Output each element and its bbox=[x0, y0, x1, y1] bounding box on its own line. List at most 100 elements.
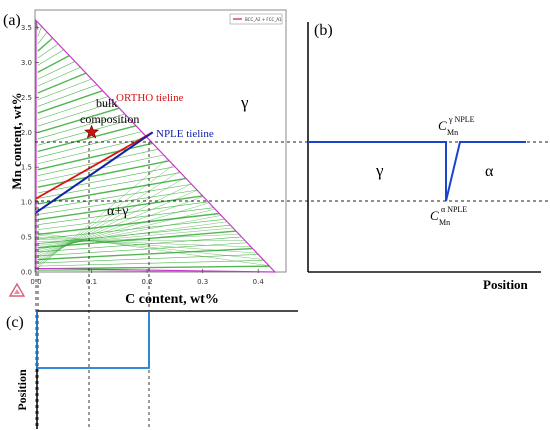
panel-a: (a) BCC_A2 + FCC_A1 0.00.51.01.52.02.53.… bbox=[3, 9, 548, 428]
label-bot-sub: Mn bbox=[439, 218, 450, 227]
tieline bbox=[37, 78, 92, 101]
tieline bbox=[37, 230, 237, 249]
x-tick-label: 0.0 bbox=[30, 278, 41, 286]
tieline bbox=[37, 137, 148, 165]
bulk-label-line2: composition bbox=[80, 112, 139, 126]
x-tick-label: 0.3 bbox=[197, 278, 208, 286]
legend-entry: BCC_A2 + FCC_A1 bbox=[245, 17, 282, 22]
tieline bbox=[37, 232, 269, 266]
tieline bbox=[37, 227, 234, 246]
tieline bbox=[37, 265, 270, 270]
tieline bbox=[37, 234, 263, 260]
tieline bbox=[37, 43, 59, 59]
alpha-gamma-region-label: α+γ bbox=[107, 204, 128, 219]
tieline bbox=[37, 207, 214, 230]
y-tick-label: 3.5 bbox=[21, 24, 32, 32]
gamma-region-label: γ bbox=[240, 93, 249, 112]
tieline bbox=[37, 238, 252, 248]
tieline bbox=[37, 254, 259, 264]
tieline bbox=[37, 183, 192, 210]
tieline bbox=[37, 90, 103, 114]
y-tick-label: 0.0 bbox=[21, 269, 32, 277]
tieline bbox=[37, 183, 192, 261]
x-tick-labels: 0.0 0.1 0.2 0.3 0.4 bbox=[30, 269, 264, 286]
tieline bbox=[37, 54, 70, 73]
tieline bbox=[37, 260, 264, 267]
ortho-tieline bbox=[35, 131, 154, 200]
mn-concentration-profile bbox=[308, 141, 526, 202]
x-axis-label: C content, wt% bbox=[125, 292, 219, 307]
panel-b-alpha-label: α bbox=[485, 163, 494, 180]
software-logo bbox=[8, 282, 26, 297]
panel-b-x-axis-label: Position bbox=[483, 277, 529, 292]
label-c-gamma-nple: C Mn γ NPLE bbox=[438, 115, 475, 137]
tieline bbox=[37, 26, 42, 37]
logo-inner bbox=[14, 289, 20, 294]
tieline bbox=[37, 72, 87, 94]
y-tick-labels: 0.00.51.01.52.02.53.03.5 bbox=[21, 24, 39, 277]
x-tick-label: 0.2 bbox=[142, 278, 153, 286]
legend: BCC_A2 + FCC_A1 bbox=[229, 13, 283, 25]
y-tick-label: 2.5 bbox=[21, 94, 32, 102]
label-top-sup: γ NPLE bbox=[448, 115, 475, 124]
tieline bbox=[37, 215, 222, 250]
tieline bbox=[37, 131, 142, 158]
panel-c: (c) Position bbox=[6, 310, 298, 429]
carbon-concentration-profile bbox=[36, 311, 150, 369]
tieline bbox=[37, 160, 170, 188]
tieline bbox=[37, 202, 210, 255]
tieline bbox=[37, 196, 204, 257]
logo-triangle bbox=[8, 282, 26, 297]
panel-c-y-axis-label: Position bbox=[15, 369, 29, 411]
y-tick-label: 2.0 bbox=[21, 129, 32, 137]
x-tick-label: 0.1 bbox=[86, 278, 97, 286]
tieline bbox=[37, 119, 131, 146]
nple-tieline bbox=[35, 131, 154, 214]
label-bot-c: C bbox=[430, 208, 439, 223]
y-tick-label: 0.5 bbox=[21, 234, 32, 242]
bulk-label-line1: bulk bbox=[96, 96, 117, 110]
tieline bbox=[37, 66, 81, 87]
tieline bbox=[37, 113, 125, 140]
tieline bbox=[37, 236, 257, 254]
tieline bbox=[37, 212, 220, 236]
tieline-fan bbox=[35, 20, 275, 273]
tieline bbox=[37, 61, 76, 80]
tieline bbox=[37, 242, 248, 257]
tieline bbox=[37, 102, 114, 127]
nple-tieline-label: NPLE tieline bbox=[156, 128, 214, 140]
tieline bbox=[37, 240, 246, 242]
tieline bbox=[37, 37, 54, 52]
tieline bbox=[37, 107, 120, 134]
tieline bbox=[37, 31, 48, 45]
tieline bbox=[37, 84, 98, 107]
tieline bbox=[37, 208, 216, 252]
panel-b: (b) γ α C Mn γ NPLE C Mn α NPLE Position bbox=[307, 22, 541, 292]
y-tick-label: 1.0 bbox=[21, 199, 32, 207]
bulk-composition-marker bbox=[84, 124, 99, 139]
panel-b-label: (b) bbox=[314, 22, 333, 39]
y-tick-label: 3.0 bbox=[21, 59, 32, 67]
y-axis-label: Mn content, wt% bbox=[9, 92, 24, 189]
tieline bbox=[37, 142, 153, 171]
ortho-tieline-label: ORTHO tieline bbox=[116, 92, 184, 104]
legend-box bbox=[229, 13, 283, 25]
plot-frame bbox=[34, 9, 287, 273]
label-bot-sup: α NPLE bbox=[441, 205, 467, 214]
tieline bbox=[37, 49, 64, 66]
label-c-alpha-nple: C Mn α NPLE bbox=[430, 205, 467, 227]
label-top-sub: Mn bbox=[447, 128, 458, 137]
panel-b-gamma-label: γ bbox=[375, 161, 384, 180]
two-phase-boundary bbox=[35, 18, 277, 273]
label-top-c: C bbox=[438, 118, 447, 133]
panel-a-label: (a) bbox=[3, 12, 21, 29]
tieline bbox=[37, 166, 175, 194]
x-tick-label: 0.4 bbox=[253, 278, 265, 286]
tieline bbox=[37, 190, 198, 259]
tieline bbox=[37, 221, 228, 248]
tieline bbox=[37, 96, 109, 120]
tieline bbox=[37, 234, 240, 244]
tieline bbox=[37, 195, 203, 221]
panel-c-label: (c) bbox=[6, 314, 24, 331]
